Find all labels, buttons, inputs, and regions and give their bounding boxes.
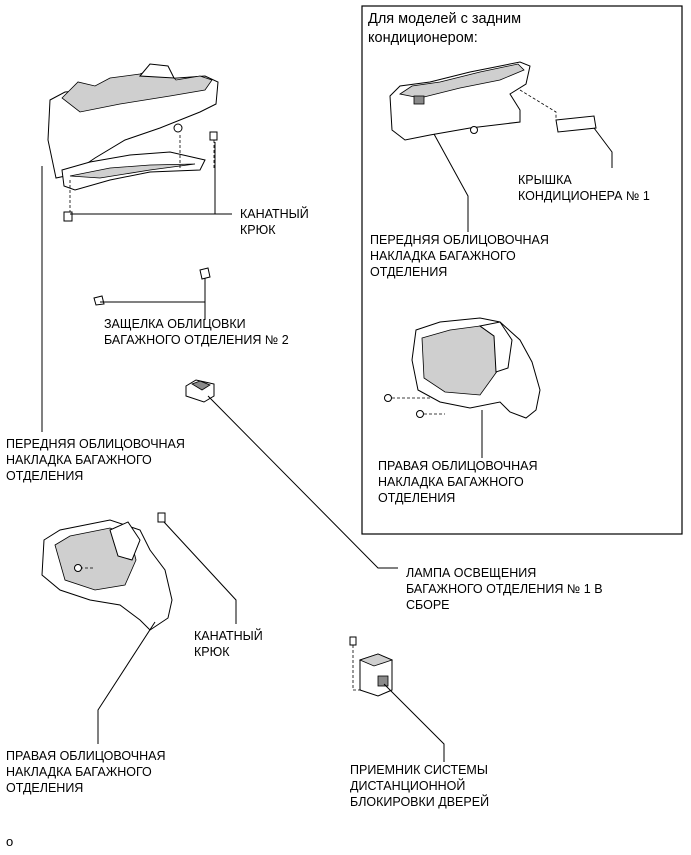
leader-receiver (383, 683, 445, 762)
leader-ac-cover (593, 127, 613, 168)
leader-front-trim-inset (433, 133, 469, 232)
leader-right-trim-main (97, 621, 156, 744)
leader-cable-hook-1 (70, 142, 232, 215)
label-cable-hook-1: КАНАТНЫЙ КРЮК (240, 207, 309, 237)
label-ac-cover: КРЫШКА КОНДИЦИОНЕРА № 1 (518, 173, 650, 203)
clip-icon (63, 123, 218, 222)
trim-clip-part (93, 267, 211, 306)
leader-cable-hook-2 (163, 521, 237, 624)
label-trim-clip-2: ЗАЩЕЛКА ОБЛИЦОВКИ БАГАЖНОГО ОТДЕЛЕНИЯ № … (104, 317, 289, 347)
figure-code: o (6, 834, 14, 849)
label-cable-hook-2: КАНАТНЫЙ КРЮК (194, 629, 263, 659)
label-lamp: ЛАМПА ОСВЕЩЕНИЯ БАГАЖНОГО ОТДЕЛЕНИЯ № 1 … (406, 566, 603, 612)
right-trim-part (41, 519, 173, 631)
inset-title: Для моделей с задним кондиционером: (368, 11, 522, 46)
inset-right-trim-part (384, 317, 541, 419)
label-receiver: ПРИЕМНИК СИСТЕМЫ ДИСТАНЦИОННОЙ БЛОКИРОВК… (350, 763, 490, 809)
label-right-trim-inset: ПРАВАЯ ОБЛИЦОВОЧНАЯ НАКЛАДКА БАГАЖНОГО О… (378, 459, 538, 505)
inset-front-trim-part (389, 61, 557, 141)
lamp-part (185, 379, 215, 403)
front-trim-cover-part (47, 63, 219, 212)
label-front-trim-inset: ПЕРЕДНЯЯ ОБЛИЦОВОЧНАЯ НАКЛАДКА БАГАЖНОГО… (370, 233, 549, 279)
leader-trim-clip (100, 278, 206, 320)
ac-cover-part (555, 115, 597, 133)
label-right-trim-main: ПРАВАЯ ОБЛИЦОВОЧНАЯ НАКЛАДКА БАГАЖНОГО О… (6, 749, 166, 795)
label-front-trim-main: ПЕРЕДНЯЯ ОБЛИЦОВОЧНАЯ НАКЛАДКА БАГАЖНОГО… (6, 437, 185, 483)
receiver-part (349, 636, 394, 697)
inset-frame (361, 5, 683, 535)
leader-lamp (207, 395, 398, 569)
cable-hook-icon (157, 512, 166, 523)
